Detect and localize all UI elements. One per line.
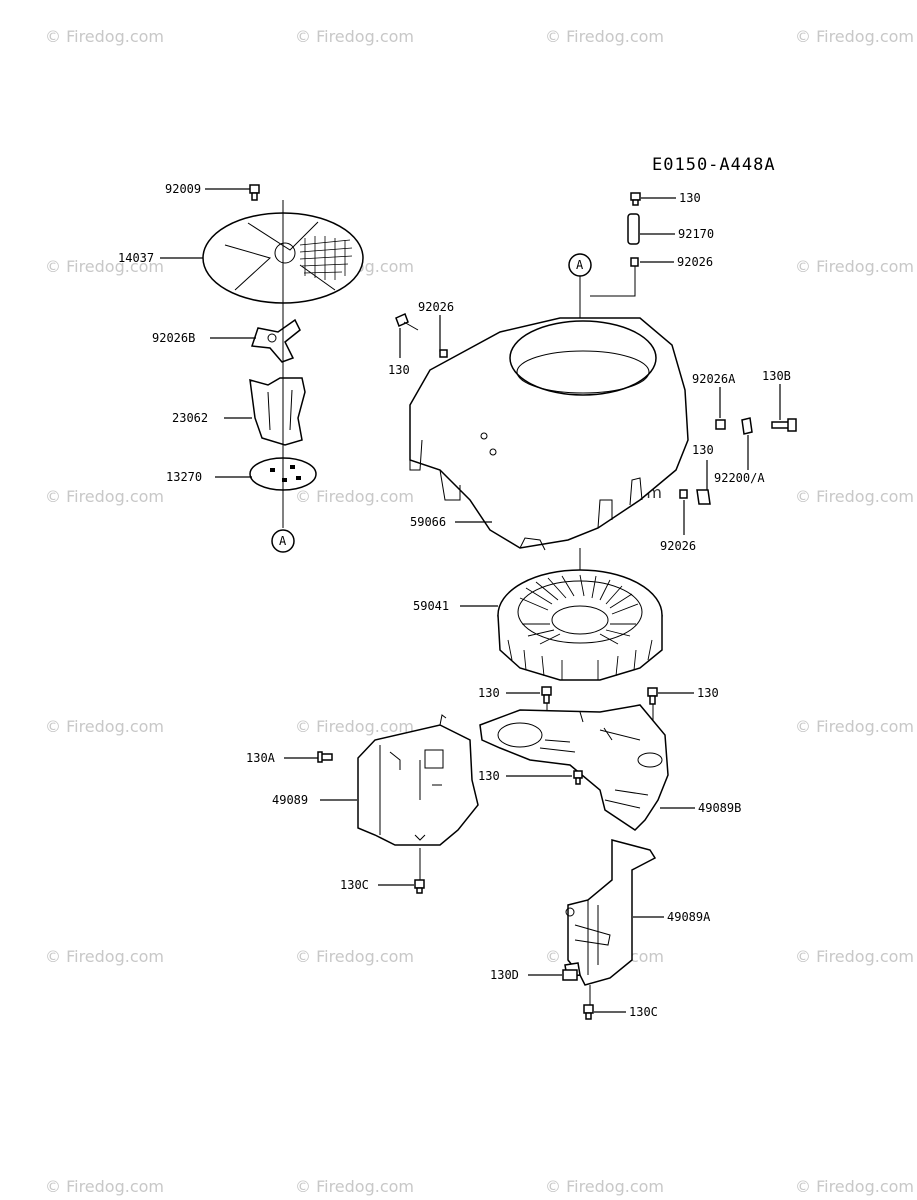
spacer-92026-top xyxy=(630,257,639,267)
watermark-layer: © Firedog.com © Firedog.com © Firedog.co… xyxy=(45,27,914,1196)
shroud-59066 xyxy=(409,317,689,551)
part-label-130C-right: 130C xyxy=(629,1005,658,1019)
watermark: © Firedog.com xyxy=(795,27,914,46)
bolt-130-mid-left xyxy=(541,686,552,704)
part-label-130D: 130D xyxy=(490,968,519,982)
spacer-92026-right xyxy=(679,489,688,499)
part-label-92200A: 92200/A xyxy=(714,471,765,485)
part-label-92026-left: 92026 xyxy=(418,300,454,314)
bracket-23062 xyxy=(249,377,306,446)
watermark: © Firedog.com xyxy=(295,1177,414,1196)
part-label-130A: 130A xyxy=(246,751,276,765)
spacer-92026B xyxy=(250,318,301,363)
watermark: © Firedog.com xyxy=(545,27,664,46)
watermark: © Firedog.com xyxy=(45,947,164,966)
collar-92170 xyxy=(627,213,640,245)
bolt-130-mid-right xyxy=(647,687,658,705)
bolt-130C-right xyxy=(583,1004,594,1020)
watermark: © Firedog.com xyxy=(795,1177,914,1196)
bolt-92009 xyxy=(249,184,260,201)
fan-59041 xyxy=(497,569,663,681)
spacer-92026-left xyxy=(439,349,448,358)
part-label-130-mid-right: 130 xyxy=(697,686,719,700)
bolt-130B xyxy=(771,418,797,432)
part-label-92170: 92170 xyxy=(678,227,714,241)
part-label-130-mid-left: 130 xyxy=(478,686,500,700)
watermark: © Firedog.com xyxy=(295,717,414,736)
watermark: © Firedog.com xyxy=(45,717,164,736)
watermark: © Firedog.com xyxy=(795,717,914,736)
shroud-49089A xyxy=(565,839,657,986)
bolt-130A xyxy=(317,751,333,763)
nut-130D xyxy=(562,962,581,981)
part-label-23062: 23062 xyxy=(172,411,208,425)
part-label-49089: 49089 xyxy=(272,793,308,807)
callout-a-top: A xyxy=(576,258,584,272)
part-label-59066: 59066 xyxy=(410,515,446,529)
watermark: © Firedog.com xyxy=(45,487,164,506)
watermark: © Firedog.com xyxy=(295,27,414,46)
spacer-92026A xyxy=(715,419,726,430)
part-label-49089A: 49089A xyxy=(667,910,711,924)
diagram-code: E0150-A448A xyxy=(652,155,776,175)
part-label-130B: 130B xyxy=(762,369,791,383)
part-label-14037: 14037 xyxy=(118,251,154,265)
watermark: © Firedog.com xyxy=(295,487,414,506)
part-label-92026-right: 92026 xyxy=(660,539,696,553)
part-label-130-top: 130 xyxy=(679,191,701,205)
watermark: © Firedog.com xyxy=(545,1177,664,1196)
part-label-130-shroud: 130 xyxy=(478,769,500,783)
watermark: © Firedog.com xyxy=(795,947,914,966)
bolt-130C-left xyxy=(414,879,425,894)
part-label-92026B: 92026B xyxy=(152,331,195,345)
shroud-49089B xyxy=(479,704,669,831)
part-label-13270: 13270 xyxy=(166,470,202,484)
watermark: © Firedog.com xyxy=(295,947,414,966)
watermark: © Firedog.com xyxy=(45,27,164,46)
bolt-130-left xyxy=(395,312,419,331)
part-label-92009: 92009 xyxy=(165,182,201,196)
watermark: © Firedog.com xyxy=(45,257,164,276)
bolt-130-top xyxy=(630,192,641,206)
part-label-130-right: 130 xyxy=(692,443,714,457)
part-label-59041: 59041 xyxy=(413,599,449,613)
part-label-130C-left: 130C xyxy=(340,878,369,892)
bolt-130-right xyxy=(696,489,711,505)
shroud-49089 xyxy=(357,714,479,846)
part-label-92026A: 92026A xyxy=(692,372,736,386)
clip-92200A xyxy=(741,417,753,435)
part-label-92026-top: 92026 xyxy=(677,255,713,269)
bolt-130-shroud xyxy=(573,770,583,785)
callout-a-bottom: A xyxy=(279,534,287,548)
part-label-49089B: 49089B xyxy=(698,801,741,815)
watermark: © Firedog.com xyxy=(795,257,914,276)
watermark: © Firedog.com xyxy=(45,1177,164,1196)
part-label-130-left: 130 xyxy=(388,363,410,377)
watermark: © Firedog.com xyxy=(795,487,914,506)
